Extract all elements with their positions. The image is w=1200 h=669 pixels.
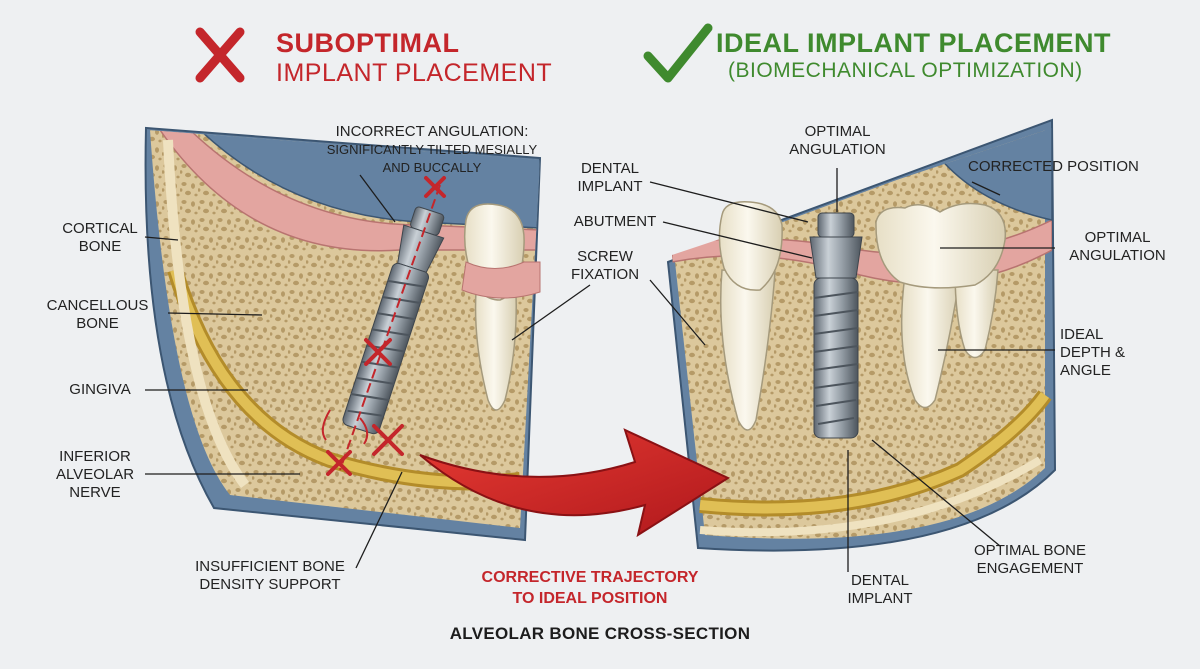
label-screw-fixation: SCREW FIXATION [565,248,645,284]
label-gingiva: GINGIVA [55,381,145,399]
left-title-line2: IMPLANT PLACEMENT [276,59,553,87]
label-optimal-bone-engagement-l1: OPTIMAL BONE [974,542,1086,559]
corrective-trajectory-caption: CORRECTIVE TRAJECTORY TO IDEAL POSITION [455,567,725,609]
label-inferior-alveolar-nerve: INFERIOR ALVEOLAR NERVE [45,448,145,502]
label-nerve-l2: ALVEOLAR [55,466,135,483]
label-abutment: ABUTMENT [565,213,665,231]
right-bone-block [666,118,1057,552]
label-cortical-bone-l1: CORTICAL [62,220,138,237]
label-dental-implant-bottom: DENTAL IMPLANT [820,572,940,608]
label-cancellous-bone-l2: BONE [76,315,119,332]
label-incorrect-angulation-l3: AND BUCCALLY [382,160,482,175]
left-bone-block [144,126,542,542]
label-corrected-position-l1: CORRECTED POSITION [968,158,1139,175]
label-optimal-angulation-top: OPTIMAL ANGULATION [780,123,895,159]
label-optimal-bone-engagement-l2: ENGAGEMENT [976,560,1084,577]
label-ideal-depth-l1: IDEAL [1060,326,1104,343]
label-optimal-bone-engagement: OPTIMAL BONE ENGAGEMENT [960,542,1100,578]
corrective-trajectory-l1: CORRECTIVE TRAJECTORY [481,569,699,586]
right-title: IDEAL IMPLANT PLACEMENT (BIOMECHANICAL O… [716,28,1111,83]
label-dental-implant-bottom-l1: DENTAL [850,572,910,589]
label-insufficient-bone-l1: INSUFFICIENT BONE [195,558,345,575]
right-title-line1: IDEAL IMPLANT PLACEMENT [716,28,1111,58]
label-cancellous-bone-l1: CANCELLOUS [46,297,149,314]
leader-lines [144,168,1055,572]
label-cortical-bone: CORTICAL BONE [55,220,145,256]
label-cortical-bone-l2: BONE [78,238,122,255]
label-insufficient-bone-l2: DENSITY SUPPORT [199,576,341,593]
label-ideal-depth-l3: ANGLE [1060,362,1111,379]
label-optimal-angulation-right: OPTIMAL ANGULATION [1060,229,1175,265]
x-mark-icon [195,27,245,83]
label-dental-implant-center: DENTAL IMPLANT [570,160,650,196]
error-x-marks [326,176,446,476]
check-mark-icon [643,23,713,83]
label-dental-implant-bottom-l2: IMPLANT [847,590,913,607]
label-insufficient-bone: INSUFFICIENT BONE DENSITY SUPPORT [180,558,360,594]
left-title-line1: SUBOPTIMAL [276,28,460,58]
label-optimal-angulation-top-l2: ANGULATION [789,141,886,158]
label-optimal-angulation-top-l1: OPTIMAL [804,123,871,140]
label-dental-implant-center-l2: IMPLANT [577,178,643,195]
corrective-arrow [419,428,731,538]
tilted-implant [342,206,445,435]
label-optimal-angulation-right-l2: ANGULATION [1069,247,1166,264]
label-corrected-position: CORRECTED POSITION [968,158,1139,176]
label-gingiva-l1: GINGIVA [69,381,131,398]
label-ideal-depth-l2: DEPTH & [1060,344,1126,361]
footer-title: ALVEOLAR BONE CROSS-SECTION [449,624,751,643]
label-incorrect-angulation-l1: INCORRECT ANGULATION: [335,123,529,140]
label-dental-implant-center-l1: DENTAL [580,160,640,177]
left-title: SUBOPTIMAL IMPLANT PLACEMENT [276,28,552,88]
label-ideal-depth: IDEAL DEPTH & ANGLE [1060,326,1125,380]
label-cancellous-bone: CANCELLOUS BONE [30,297,165,333]
label-incorrect-angulation: INCORRECT ANGULATION: SIGNIFICANTLY TILT… [282,123,582,177]
label-screw-fixation-l1: SCREW [577,248,633,265]
right-title-line2: (BIOMECHANICAL OPTIMIZATION) [728,59,1083,82]
label-incorrect-angulation-l2: SIGNIFICANTLY TILTED MESIALLY [326,142,538,157]
label-abutment-l1: ABUTMENT [573,213,657,230]
label-nerve-l1: INFERIOR [59,448,131,465]
corrective-trajectory-l2: TO IDEAL POSITION [512,590,668,607]
label-screw-fixation-l2: FIXATION [570,266,640,283]
label-optimal-angulation-right-l1: OPTIMAL [1084,229,1151,246]
label-nerve-l3: NERVE [69,484,121,501]
ideal-implant [809,212,863,439]
